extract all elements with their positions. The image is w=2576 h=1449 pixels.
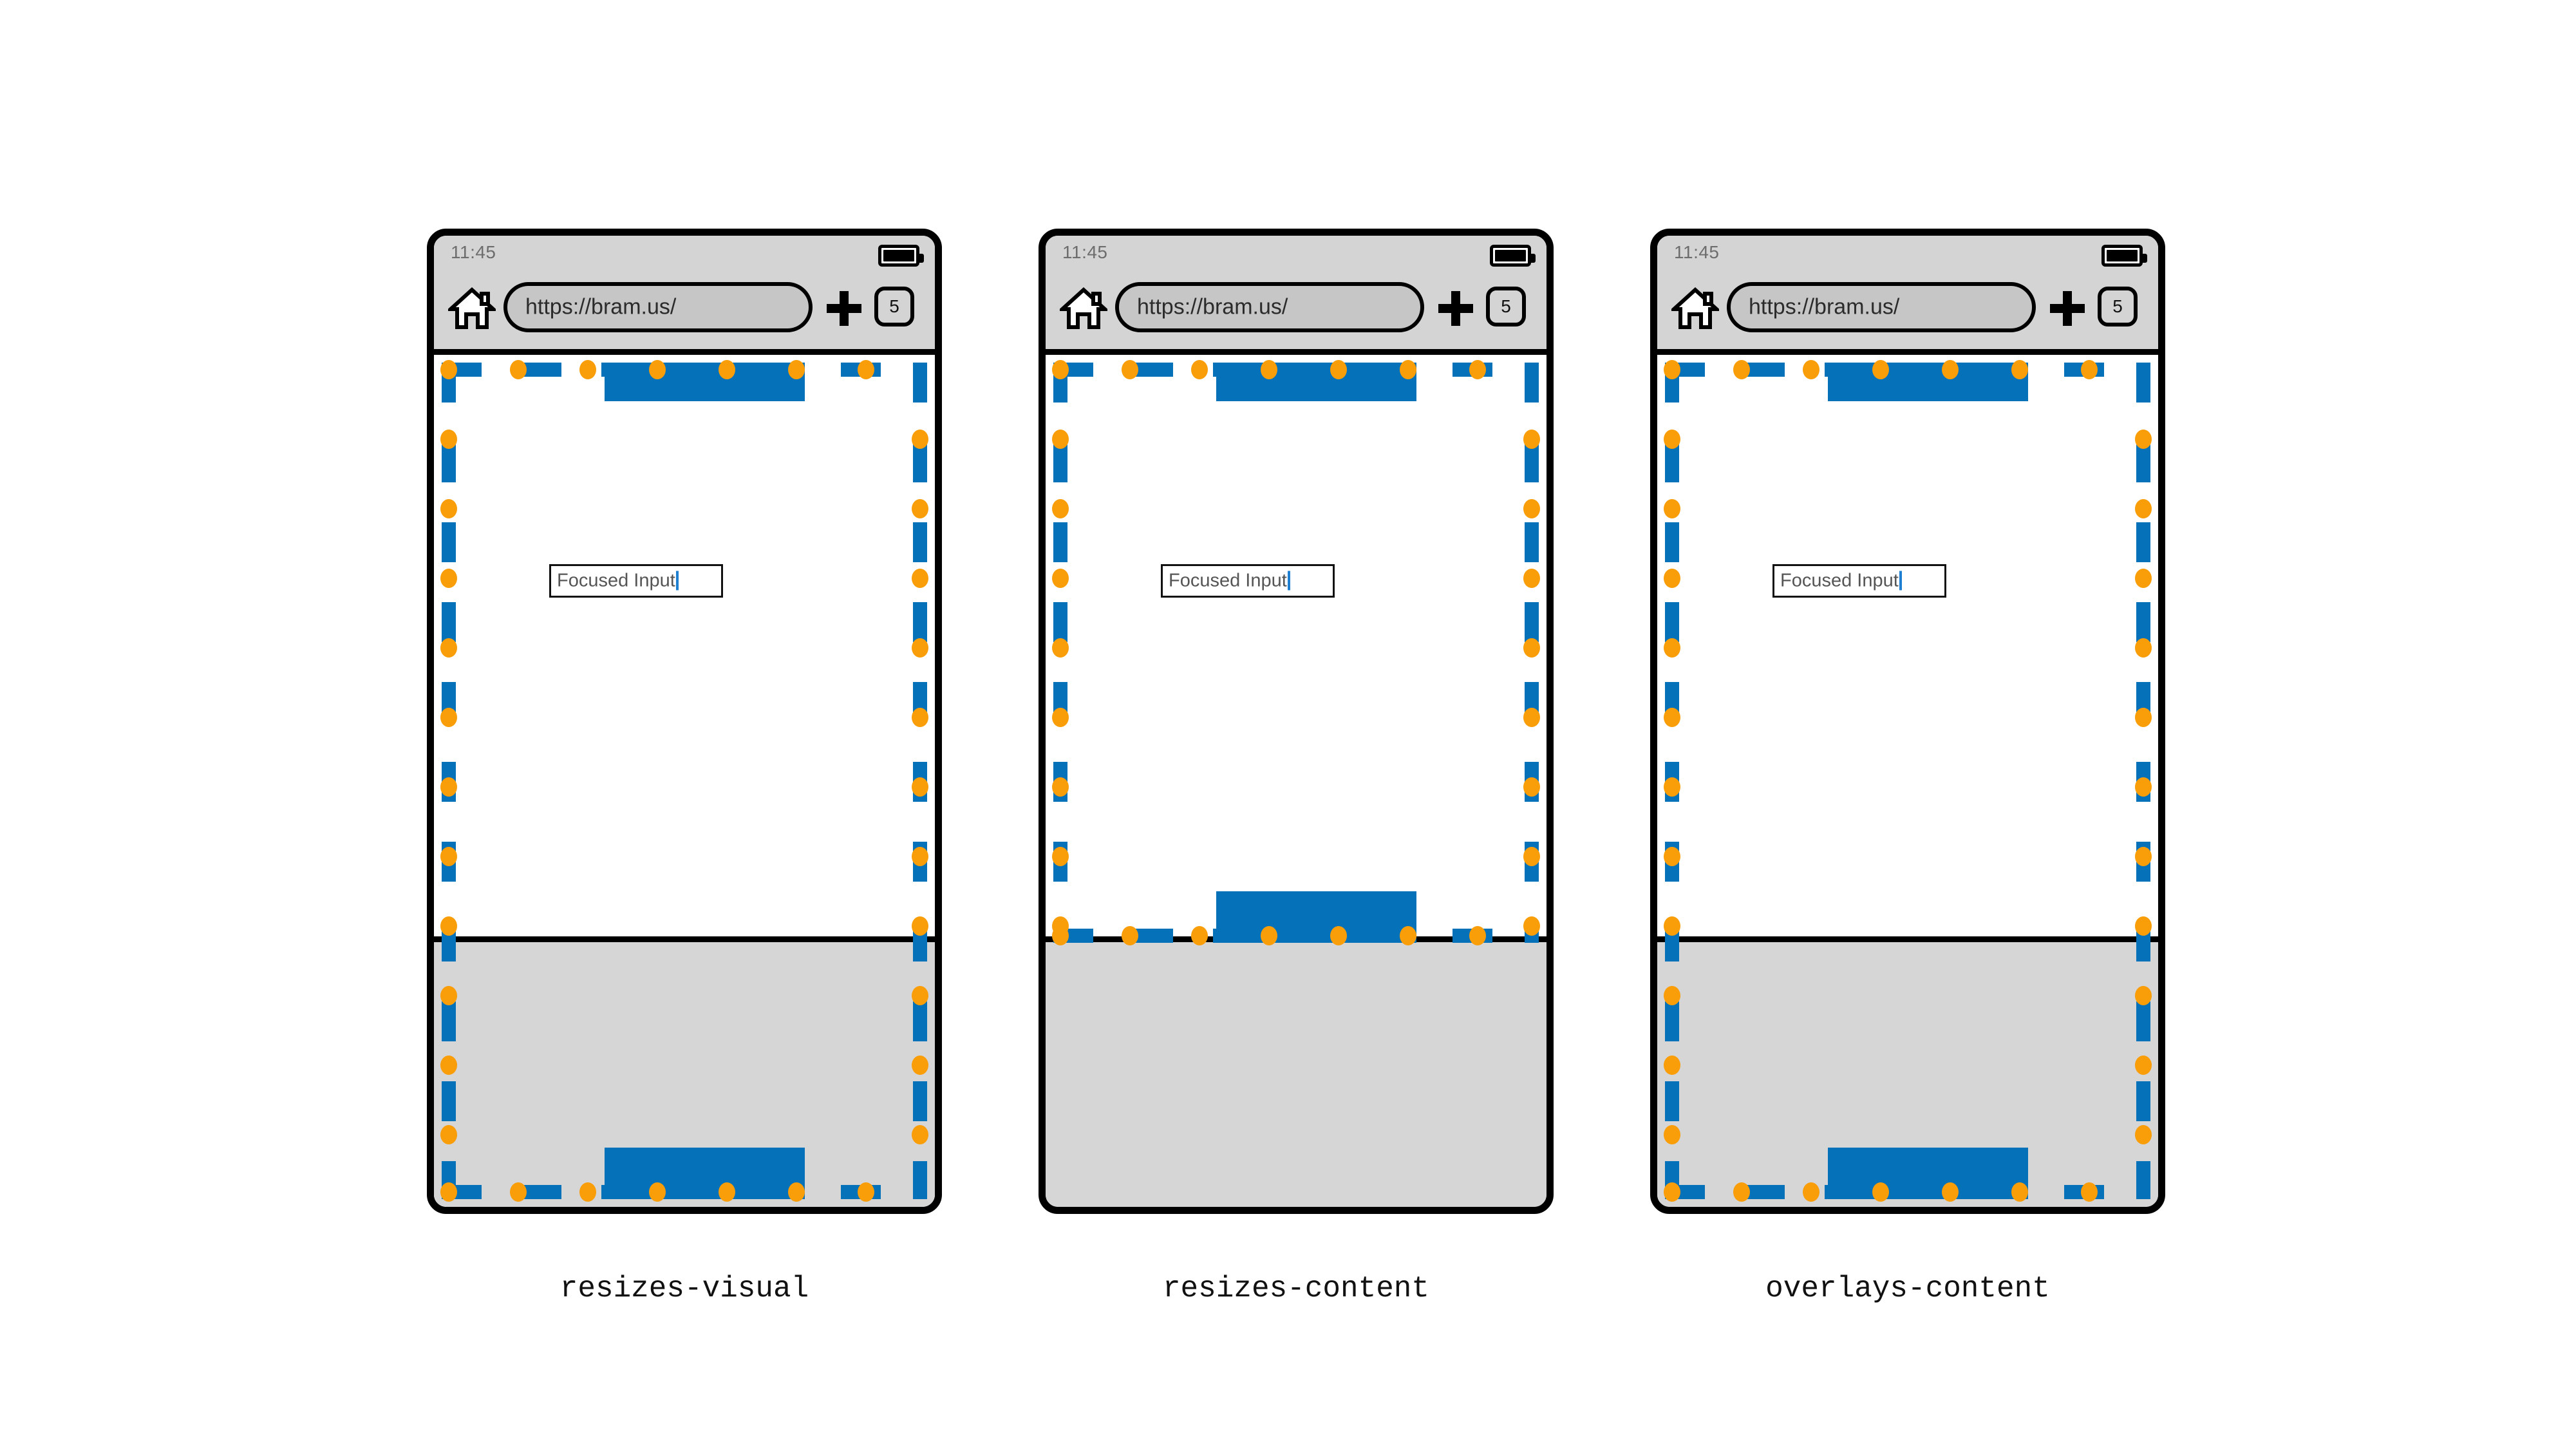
url-text: https://bram.us/ [1137,294,1288,319]
tab-count-button[interactable]: 5 [874,287,914,327]
battery-full-icon [878,245,924,267]
battery-full-icon [2101,245,2147,267]
plus-icon[interactable] [827,291,861,326]
home-icon[interactable] [1669,283,1722,331]
browser-chrome: 11:45 https://bram.us/ 5 [434,236,935,355]
text-caret [675,571,679,591]
text-caret [1287,571,1290,591]
page-content [1046,355,1547,951]
tab-count-button[interactable]: 5 [1486,287,1526,327]
browser-chrome: 11:45 https://bram.us/ 5 [1657,236,2158,355]
caption-overlays-content: overlays-content [1765,1272,2050,1305]
phone-viewport: Focused Input [1046,355,1547,1207]
status-bar: 11:45 [1657,236,2158,276]
focused-input[interactable]: Focused Input [549,564,723,598]
status-bar: 11:45 [1046,236,1547,276]
status-bar: 11:45 [434,236,935,276]
url-bar[interactable]: https://bram.us/ [1115,282,1424,332]
on-screen-keyboard[interactable] [434,936,935,1207]
phone-mockup-overlays-content: 11:45 https://bram.us/ 5 [1650,229,2165,1214]
plus-icon[interactable] [1438,291,1473,326]
browser-chrome: 11:45 https://bram.us/ 5 [1046,236,1547,355]
tab-count-label: 5 [889,296,899,316]
focused-input[interactable]: Focused Input [1772,564,1946,598]
page-content [1657,355,2158,951]
url-bar[interactable]: https://bram.us/ [1727,282,2036,332]
home-icon[interactable] [446,283,498,331]
home-icon[interactable] [1057,283,1110,331]
browser-toolbar: https://bram.us/ 5 [1657,274,2158,345]
status-clock: 11:45 [1674,242,1720,262]
caption-resizes-content: resizes-content [1162,1272,1430,1305]
battery-full-icon [1490,245,1536,267]
url-text: https://bram.us/ [1749,294,1900,319]
caption-resizes-visual: resizes-visual [559,1272,809,1305]
text-caret [1899,571,1902,591]
status-clock: 11:45 [1062,242,1108,262]
plus-icon[interactable] [2050,291,2085,326]
phone-viewport: Focused Input [1657,355,2158,1207]
focused-input-text: Focused Input [557,571,679,592]
url-text: https://bram.us/ [525,294,677,319]
phone-mockup-resizes-visual: 11:45 https://bram.us/ 5 [427,229,942,1214]
browser-toolbar: https://bram.us/ 5 [1046,274,1547,345]
tab-count-label: 5 [2112,296,2123,316]
browser-toolbar: https://bram.us/ 5 [434,274,935,345]
url-bar[interactable]: https://bram.us/ [503,282,813,332]
on-screen-keyboard[interactable] [1657,936,2158,1207]
tab-count-button[interactable]: 5 [2098,287,2138,327]
focused-input-text: Focused Input [1169,571,1290,592]
tab-count-label: 5 [1501,296,1511,316]
phone-viewport: Focused Input [434,355,935,1207]
phone-mockup-resizes-content: 11:45 https://bram.us/ 5 [1039,229,1554,1214]
status-clock: 11:45 [451,242,496,262]
focused-input[interactable]: Focused Input [1161,564,1335,598]
on-screen-keyboard[interactable] [1046,936,1547,1207]
focused-input-text: Focused Input [1780,571,1902,592]
